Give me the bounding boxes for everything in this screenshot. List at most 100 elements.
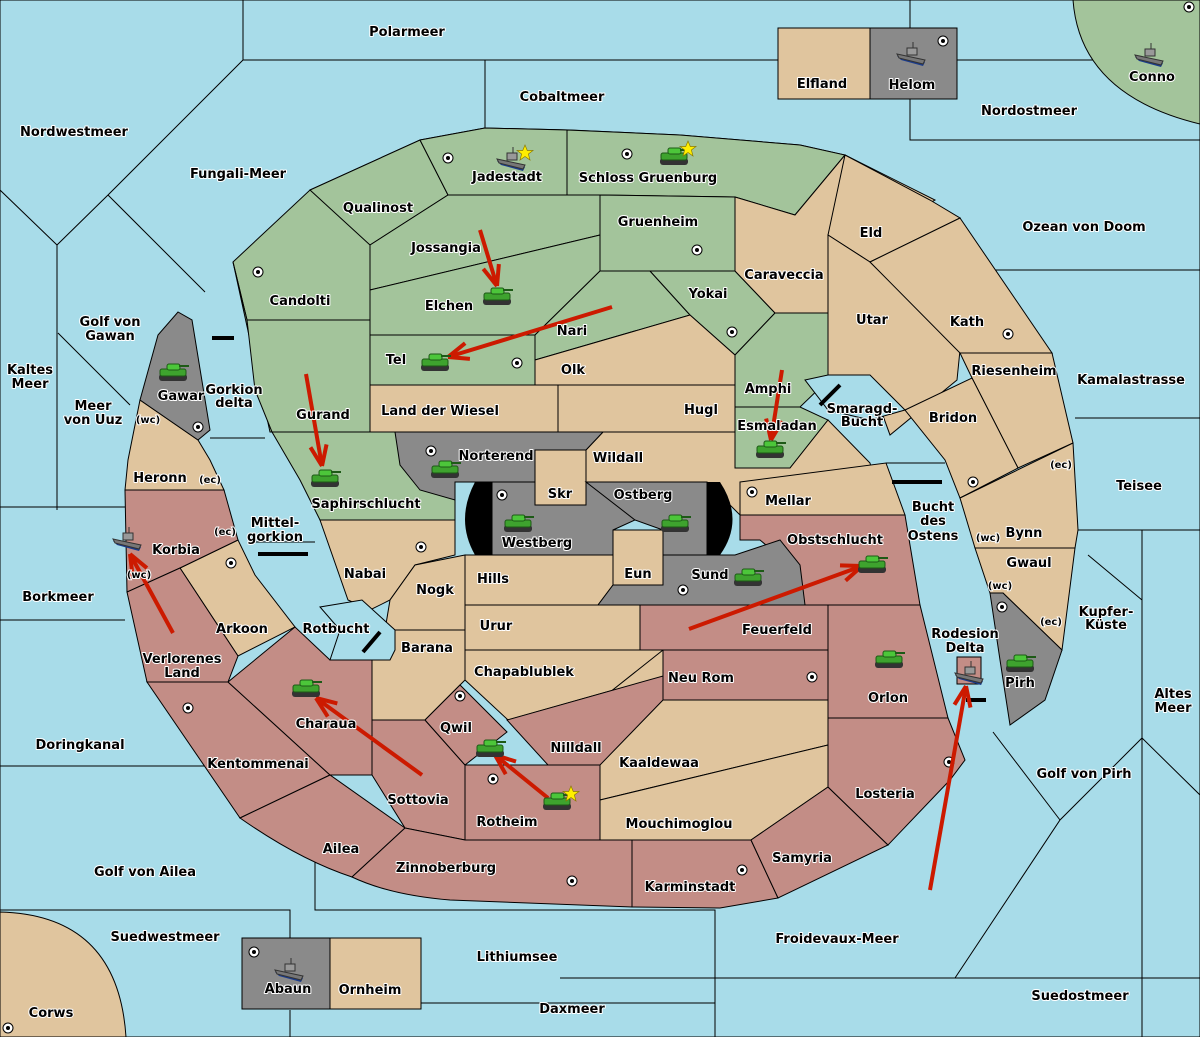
supply-center-icon [967, 476, 979, 488]
territory-label-land-der-wiesel: Land der Wiesel [381, 404, 499, 419]
territory-label-zinnoberburg: Zinnoberburg [396, 861, 496, 876]
move-order-arrow [314, 696, 424, 777]
army-tank-icon[interactable] [734, 568, 764, 586]
supply-center-icon [937, 35, 949, 47]
army-tank-icon[interactable] [875, 650, 905, 668]
sea-label-rodesion: Rodesion [931, 627, 998, 642]
territory-label-elchen: Elchen [425, 299, 473, 314]
sea-label-nordostmeer: Nordostmeer [981, 104, 1078, 119]
territory-label-abaun: Abaun [265, 982, 312, 997]
continent [124, 127, 1079, 909]
sea-label-gorkion: gorkion [247, 530, 303, 545]
supply-center-icon [566, 875, 578, 887]
sea-label-meer: Meer [75, 399, 113, 414]
territory-riesenheim[interactable] [959, 352, 1074, 469]
territory-label-skr: Skr [548, 487, 573, 502]
army-tank-icon[interactable] [1006, 654, 1036, 672]
territory-label-yokai: Yokai [687, 287, 727, 302]
army-tank-icon[interactable] [660, 140, 698, 165]
territory-label-candolti: Candolti [270, 294, 331, 309]
territory-label-elfland: Elfland [797, 77, 847, 92]
fleet-ship-icon[interactable] [954, 661, 984, 685]
territory-label-mouchimoglou: Mouchimoglou [626, 817, 733, 832]
sea-label-kamalastrasse: Kamalastrasse [1077, 373, 1185, 388]
supply-center-icon [996, 601, 1008, 613]
sea-label-ozean-von-doom: Ozean von Doom [1022, 220, 1145, 235]
sea-label-delta: delta [215, 396, 253, 411]
star-icon [678, 140, 698, 157]
sea-label-bucht: Bucht [841, 415, 883, 430]
coast-label: (wc) [136, 415, 160, 426]
territory-label-eld: Eld [860, 226, 883, 241]
territory-ornheim[interactable] [329, 937, 422, 1010]
territory-olk[interactable] [534, 314, 736, 386]
army-tank-icon[interactable] [311, 469, 341, 487]
army-tank-icon[interactable] [159, 363, 189, 381]
sea-label-ostens: Ostens [908, 529, 959, 544]
territory-conno[interactable] [1072, 0, 1200, 125]
territory-label-charaua: Charaua [296, 717, 357, 732]
army-tank-icon[interactable] [421, 353, 451, 371]
territory-label-gruenheim: Gruenheim [618, 215, 698, 230]
sea-label-golf-von: Golf von [80, 315, 141, 330]
sea-label-gorkion: Gorkion [205, 383, 262, 398]
territory-label-hugl: Hugl [684, 403, 718, 418]
army-tank-icon[interactable] [431, 460, 461, 478]
move-order-arrow [928, 684, 973, 891]
army-tank-icon[interactable] [504, 514, 534, 532]
territory-label-orlon: Orlon [868, 691, 908, 706]
move-order-arrow [304, 373, 329, 468]
coast-label: (ec) [199, 475, 221, 486]
territory-label-karminstadt: Karminstadt [645, 880, 736, 895]
fleet-ship-icon[interactable] [496, 144, 535, 171]
sea-smaragd-bucht[interactable] [804, 374, 906, 421]
territory-label-kaaldewaa: Kaaldewaa [619, 756, 699, 771]
territory-label-gwaul: Gwaul [1006, 556, 1051, 571]
fleet-ship-icon[interactable] [896, 42, 926, 66]
territory-label-bridon: Bridon [929, 411, 977, 426]
territory-korbia[interactable] [124, 489, 239, 593]
sea-label-kupfer: Kupfer- [1079, 605, 1134, 620]
territory-label-tel: Tel [386, 353, 406, 368]
fleet-ship-icon[interactable] [112, 527, 142, 551]
territory-bridon[interactable] [904, 377, 1019, 499]
army-tank-icon[interactable] [483, 287, 513, 305]
territory-bynn[interactable] [959, 442, 1079, 549]
supply-center-icon [454, 690, 466, 702]
supply-center-icon [726, 326, 738, 338]
territory-sund[interactable] [597, 539, 806, 606]
territory-neu-rom[interactable] [662, 649, 829, 701]
territory-label-wildall: Wildall [593, 451, 643, 466]
sea-rotbucht[interactable] [319, 599, 396, 661]
supply-center-icon [442, 152, 454, 164]
territory-label-jadestadt: Jadestadt [471, 170, 542, 185]
territory-label-westberg: Westberg [502, 536, 572, 551]
sea-label-cobaltmeer: Cobaltmeer [520, 90, 605, 105]
supply-center-icon [225, 557, 237, 569]
fleet-ship-icon[interactable] [1134, 43, 1164, 67]
sea-label-meer: Meer [12, 377, 50, 392]
army-tank-icon[interactable] [756, 440, 786, 458]
territory-karminstadt[interactable] [631, 839, 779, 909]
territory-label-conno: Conno [1129, 70, 1175, 85]
supply-center-icon [806, 671, 818, 683]
sea-label-bucht: Bucht [912, 500, 954, 515]
territory-nilldall[interactable] [506, 675, 664, 766]
territory-label-ostberg: Ostberg [614, 488, 673, 503]
sea-label-rotbucht: Rotbucht [303, 622, 370, 637]
territory-elfland[interactable] [777, 27, 871, 100]
territory-gruenheim[interactable] [599, 194, 736, 272]
army-tank-icon[interactable] [476, 739, 506, 757]
territory-label-utar: Utar [856, 313, 889, 328]
territory-label-amphi: Amphi [745, 382, 792, 397]
army-tank-icon[interactable] [292, 679, 322, 697]
army-tank-icon[interactable] [543, 785, 581, 810]
territory-corws[interactable] [0, 911, 127, 1037]
supply-center-icon [1183, 1, 1195, 13]
army-tank-icon[interactable] [661, 514, 691, 532]
fleet-ship-icon[interactable] [274, 958, 304, 982]
army-tank-icon[interactable] [858, 555, 888, 573]
coast-label: (ec) [1050, 460, 1072, 471]
